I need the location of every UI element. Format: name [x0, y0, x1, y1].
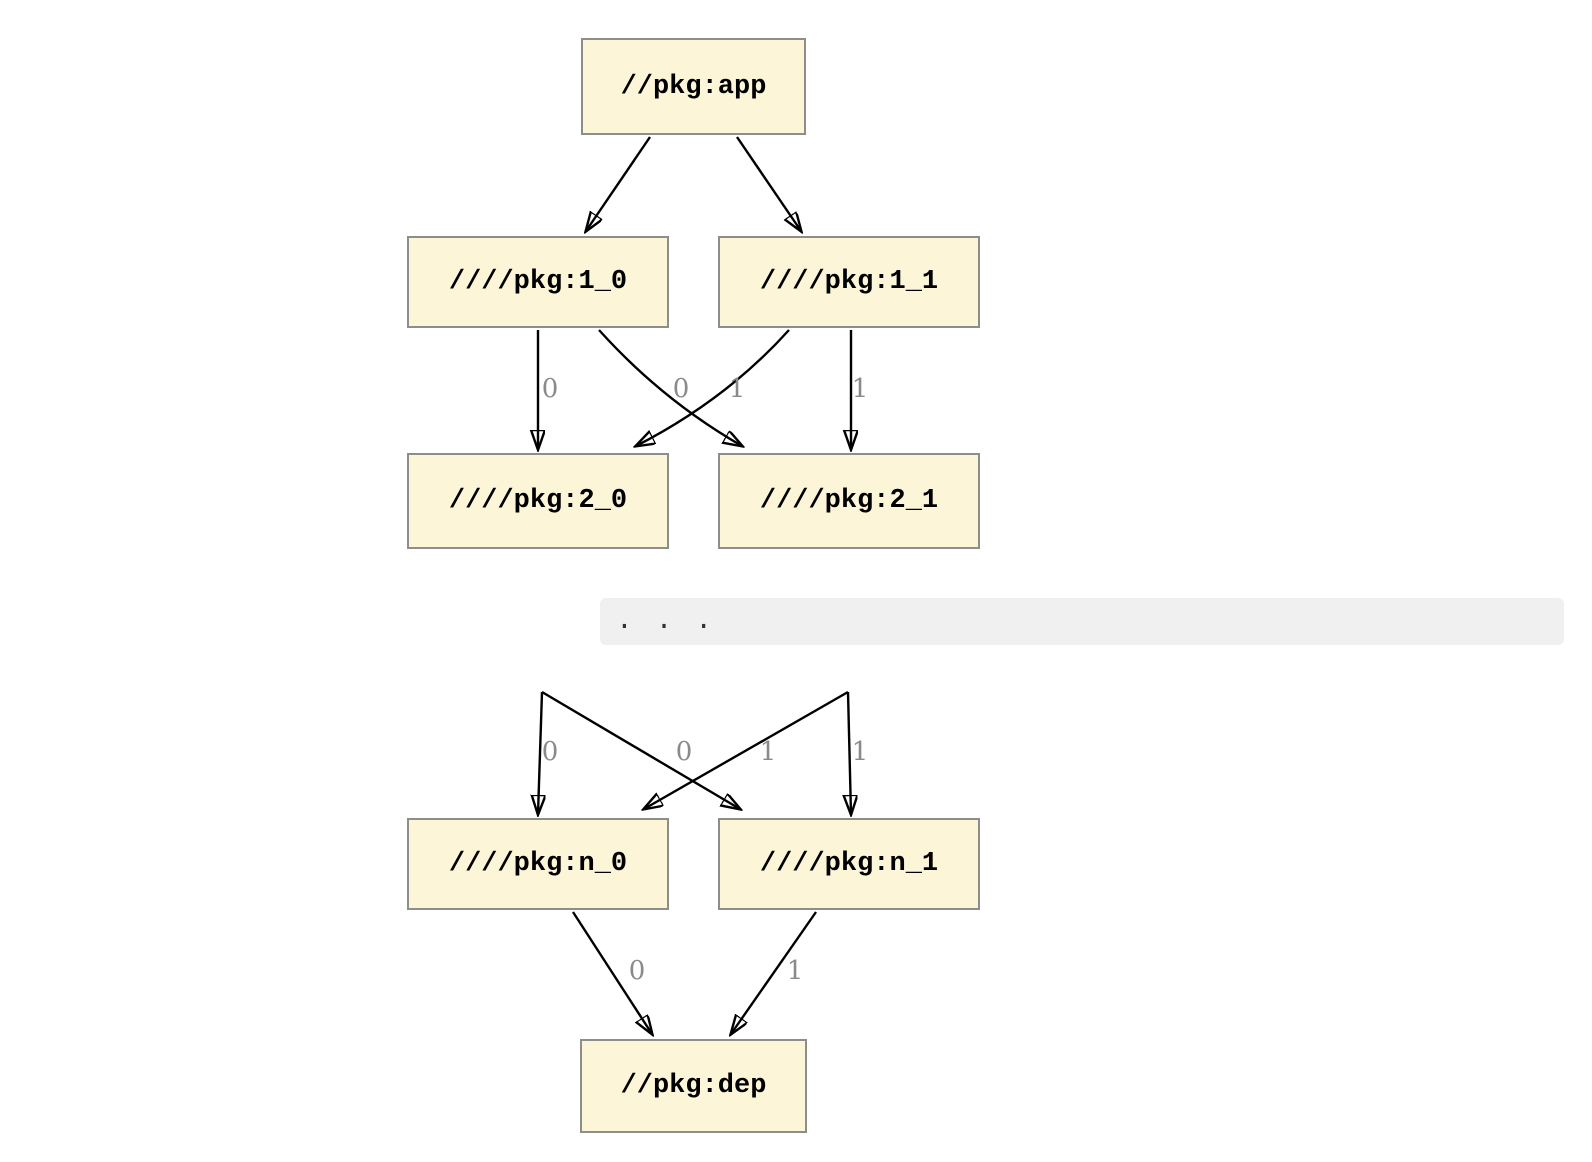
- edge-label-dots-n_0-right: 0: [675, 737, 693, 767]
- edge-n_0-to-dep: [571, 911, 652, 1034]
- edge-app-to-1_1: [736, 136, 801, 231]
- edge-dots-to-n_0-right: [644, 690, 849, 809]
- node-pkg-app: //pkg:app: [581, 38, 806, 135]
- edge-dots-to-n_1-right: [848, 691, 851, 814]
- node-pkg-2_1: ////pkg:2_1: [718, 453, 980, 549]
- edge-label-1_0-2_1: 1: [728, 374, 746, 404]
- node-pkg-dep: //pkg:dep: [580, 1039, 807, 1133]
- edge-label-dots-n_1-right: 1: [851, 737, 869, 767]
- edge-label-1_0-2_0: 0: [541, 374, 559, 404]
- node-pkg-n_0: ////pkg:n_0: [407, 818, 669, 910]
- edge-label-1_1-2_1: 1: [851, 374, 869, 404]
- edge-label-n_0-dep: 0: [628, 956, 646, 986]
- edge-dots-to-n_1-left: [541, 690, 740, 809]
- node-pkg-2_0: ////pkg:2_0: [407, 453, 669, 549]
- edge-label-n_1-dep: 1: [786, 956, 804, 986]
- ellipsis-band: . . .: [600, 598, 1564, 645]
- node-pkg-n_1: ////pkg:n_1: [718, 818, 980, 910]
- edge-1_1-to-2_0: [636, 329, 790, 446]
- edge-1_0-to-2_1: [598, 329, 742, 446]
- edge-label-1_1-2_0: 0: [672, 374, 690, 404]
- edge-app-to-1_0: [586, 136, 651, 231]
- edge-n_1-to-dep: [731, 911, 817, 1034]
- node-pkg-1_1: ////pkg:1_1: [718, 236, 980, 328]
- edge-label-dots-n_1-left: 1: [759, 737, 777, 767]
- edge-label-dots-n_0-left: 0: [541, 737, 559, 767]
- node-pkg-1_0: ////pkg:1_0: [407, 236, 669, 328]
- ellipsis-text: . . .: [616, 606, 716, 637]
- edge-dots-to-n_0-left: [538, 691, 542, 814]
